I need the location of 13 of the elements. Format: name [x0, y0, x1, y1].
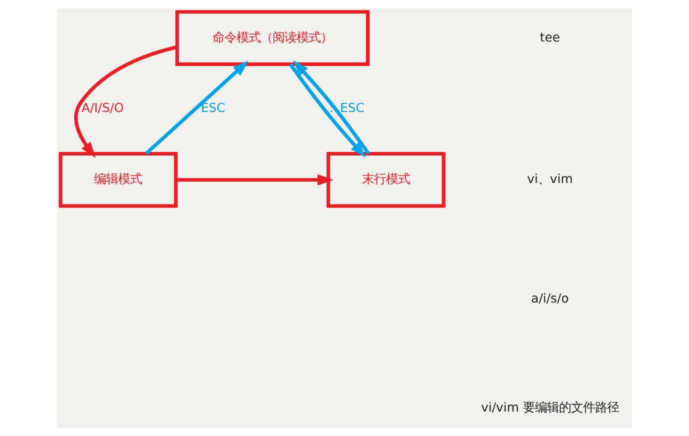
- arrow: [74, 45, 178, 158]
- node-box: 编辑模式: [58, 152, 178, 208]
- label: vi/vim 要编辑的文件路径: [481, 399, 619, 414]
- label: tee: [540, 29, 560, 44]
- arrow: [144, 60, 248, 155]
- edge-label: ESC: [340, 100, 364, 116]
- edge-label: A/I/S/O: [82, 100, 124, 116]
- label: a/i/s/o: [531, 290, 569, 306]
- node-box: 命令模式（阅读模式）: [175, 10, 370, 66]
- edge-label: ESC: [200, 100, 226, 116]
- label: vi、vim: [527, 171, 573, 186]
- arrow: [176, 174, 334, 186]
- node-box: 末行模式: [326, 152, 446, 208]
